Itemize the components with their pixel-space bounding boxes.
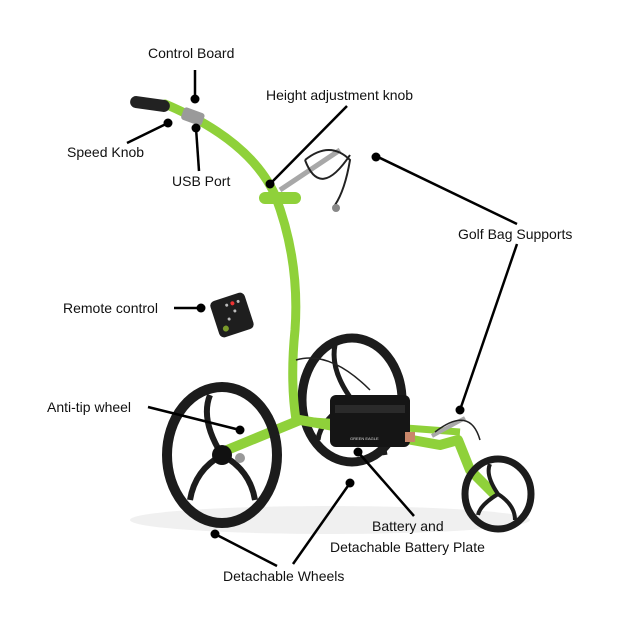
label-golf-bag-supports: Golf Bag Supports	[458, 226, 573, 242]
label-anti-tip-wheel: Anti-tip wheel	[47, 399, 132, 415]
label-battery-line1: Battery and	[372, 518, 444, 534]
remote-control-device	[210, 292, 254, 338]
battery-pack: GREEN EAGLE	[330, 395, 415, 447]
label-battery-line2: Detachable Battery Plate	[330, 539, 485, 555]
upper-bag-support	[278, 147, 352, 212]
main-wheel	[162, 382, 282, 528]
label-height-adjustment-knob: Height adjustment knob	[266, 87, 414, 103]
front-wheel	[461, 455, 535, 533]
callout-lines	[126, 70, 519, 568]
label-control-board: Control Board	[148, 45, 235, 61]
label-usb-port: USB Port	[172, 173, 231, 189]
handle-grip	[130, 96, 170, 112]
brand-logo: GREEN EAGLE	[350, 436, 379, 441]
lower-bag-support	[431, 416, 481, 441]
control-board-part	[181, 107, 205, 126]
handle-tube	[160, 99, 301, 425]
label-speed-knob: Speed Knob	[67, 144, 145, 160]
label-detachable-wheels: Detachable Wheels	[223, 568, 345, 584]
label-remote-control: Remote control	[63, 300, 158, 316]
cable	[295, 357, 371, 391]
height-knob-part	[259, 192, 301, 204]
